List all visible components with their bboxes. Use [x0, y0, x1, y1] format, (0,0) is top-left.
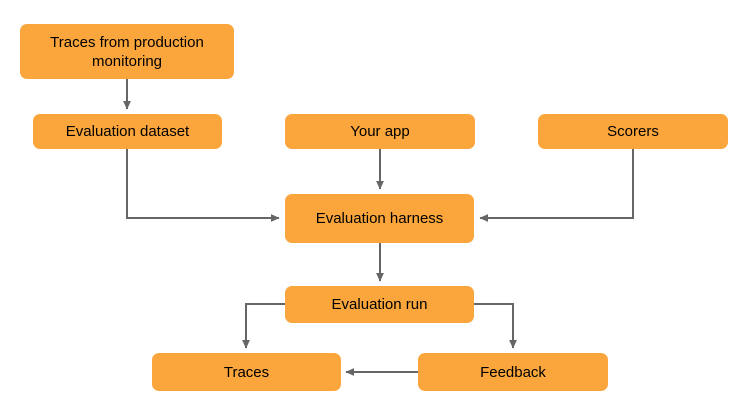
edge-evaluation-run-to-traces — [242, 303, 285, 349]
node-feedback[interactable]: Feedback — [418, 353, 608, 391]
node-evaluation-run[interactable]: Evaluation run — [285, 286, 474, 323]
node-label: Feedback — [480, 363, 546, 381]
node-traces-from-production-monitoring[interactable]: Traces from production monitoring — [20, 24, 234, 79]
node-label: Evaluation run — [331, 296, 428, 313]
node-evaluation-harness[interactable]: Evaluation harness — [285, 194, 474, 243]
node-scorers[interactable]: Scorers — [538, 114, 728, 149]
node-label: Traces from production monitoring — [50, 33, 204, 70]
node-evaluation-dataset[interactable]: Evaluation dataset — [33, 114, 222, 149]
node-label: Your app — [350, 123, 410, 140]
node-traces[interactable]: Traces — [152, 353, 341, 391]
node-label: Traces — [223, 363, 270, 381]
node-label: Scorers — [607, 123, 659, 140]
node-your-app[interactable]: Your app — [285, 114, 475, 149]
node-label: Evaluation harness — [315, 210, 444, 227]
node-label: Evaluation dataset — [65, 123, 190, 140]
edge-evaluation-dataset-to-evaluation-harness — [126, 149, 280, 222]
edge-scorers-to-evaluation-harness — [479, 149, 634, 222]
edge-evaluation-run-to-feedback — [474, 303, 517, 349]
